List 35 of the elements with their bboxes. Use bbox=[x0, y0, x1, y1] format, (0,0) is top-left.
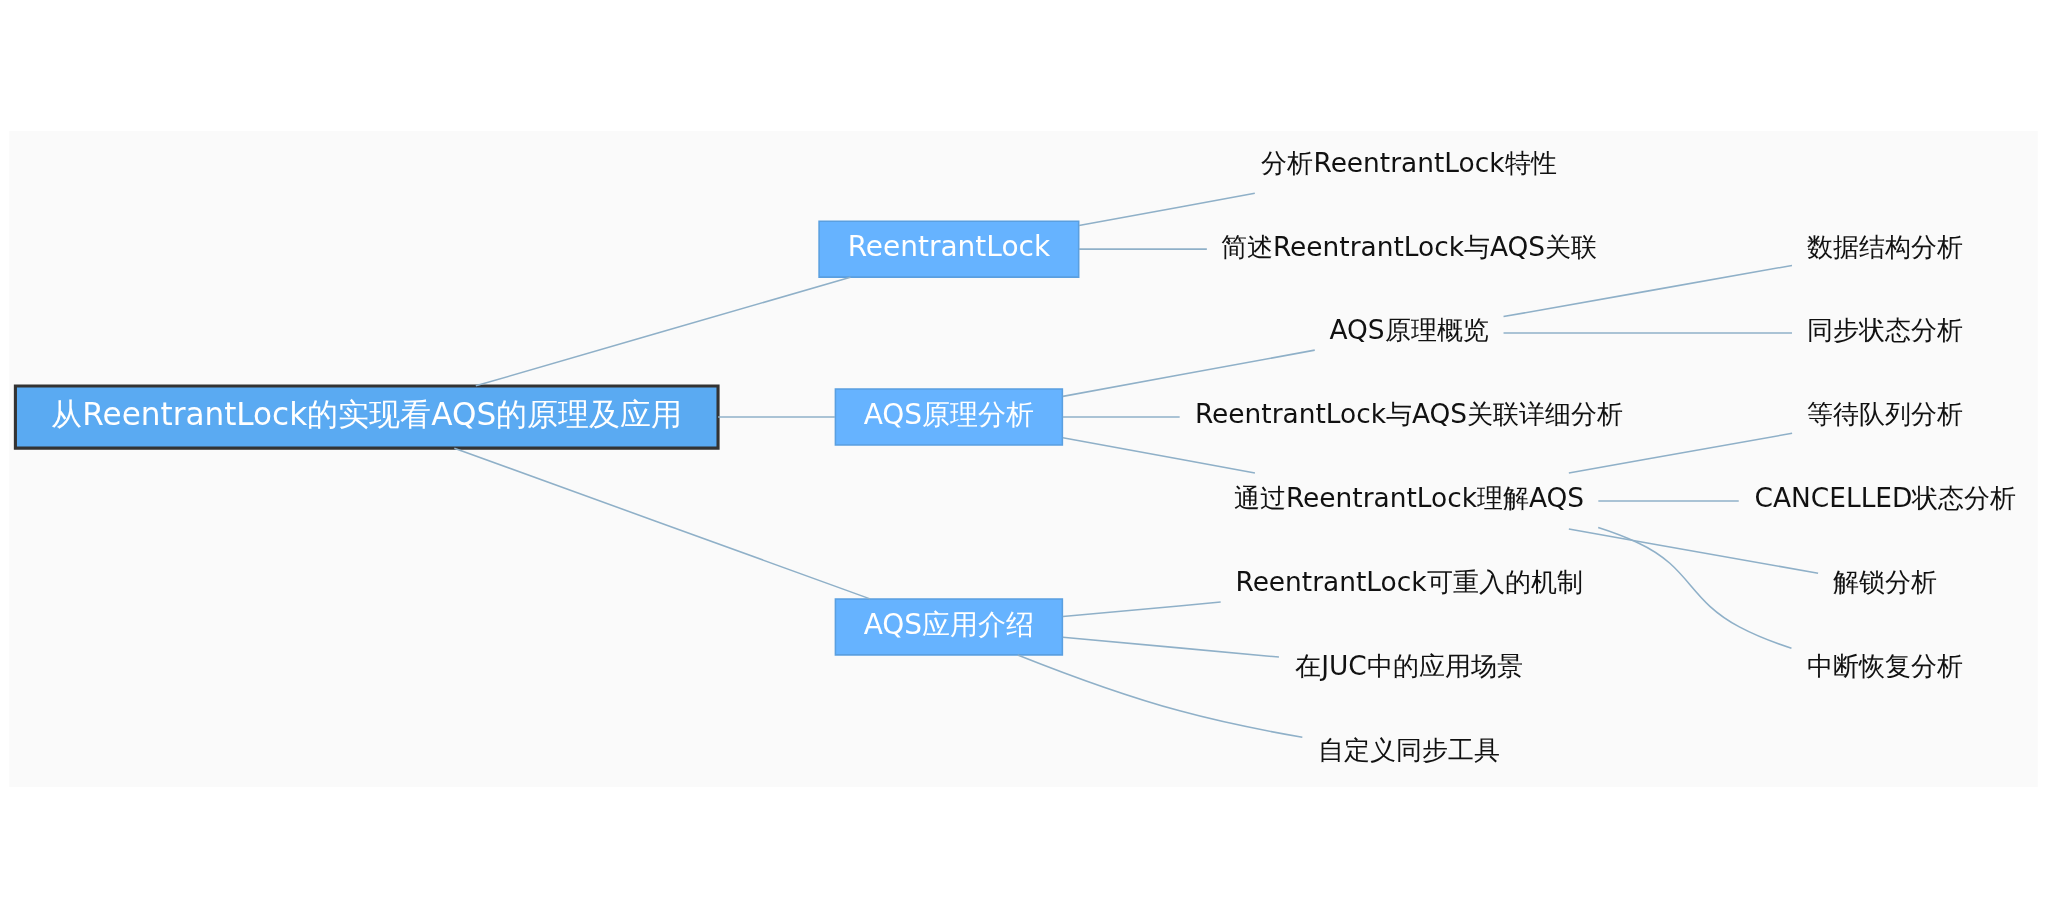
connector bbox=[1568, 528, 1819, 574]
connector bbox=[1568, 432, 1793, 474]
node-text: ReentrantLock可重入的机制 bbox=[1235, 566, 1583, 598]
node-text: 中断恢复分析 bbox=[1807, 650, 1964, 682]
connector bbox=[1502, 332, 1793, 334]
connector bbox=[1078, 248, 1208, 250]
node-text: 在JUC中的应用场景 bbox=[1295, 650, 1523, 682]
connector bbox=[1597, 526, 1793, 649]
node-text: 简述ReentrantLock与AQS关联 bbox=[1220, 230, 1598, 262]
node-text: 数据结构分析 bbox=[1807, 230, 1964, 262]
connector bbox=[717, 416, 836, 418]
connector bbox=[1062, 416, 1181, 418]
node-text: ReentrantLock与AQS关联详细分析 bbox=[1194, 398, 1624, 430]
node-text: 等待队列分析 bbox=[1807, 398, 1964, 430]
node-box: AQS原理分析 bbox=[834, 388, 1064, 446]
connector bbox=[1016, 654, 1304, 738]
node-text: 分析ReentrantLock特性 bbox=[1261, 146, 1557, 178]
connector bbox=[475, 276, 852, 387]
node-text: 通过ReentrantLock理解AQS bbox=[1233, 482, 1585, 514]
connector bbox=[453, 447, 871, 600]
connector bbox=[1062, 601, 1222, 618]
node-text: 解锁分析 bbox=[1833, 566, 1938, 598]
node-text: AQS原理概览 bbox=[1329, 314, 1489, 346]
connector bbox=[1597, 500, 1740, 502]
connector bbox=[1062, 636, 1280, 658]
connector bbox=[1062, 436, 1256, 474]
connector bbox=[1502, 264, 1793, 318]
node-text: CANCELLED状态分析 bbox=[1754, 482, 2017, 514]
node-box: ReentrantLock bbox=[818, 220, 1080, 278]
node-text: 同步状态分析 bbox=[1807, 314, 1964, 346]
node-box: 从ReentrantLock的实现看AQS的原理及应用 bbox=[13, 384, 720, 450]
node-box: AQS应用介绍 bbox=[834, 598, 1064, 656]
connector bbox=[1062, 349, 1316, 398]
connector bbox=[1078, 192, 1256, 227]
node-text: 自定义同步工具 bbox=[1318, 734, 1501, 766]
